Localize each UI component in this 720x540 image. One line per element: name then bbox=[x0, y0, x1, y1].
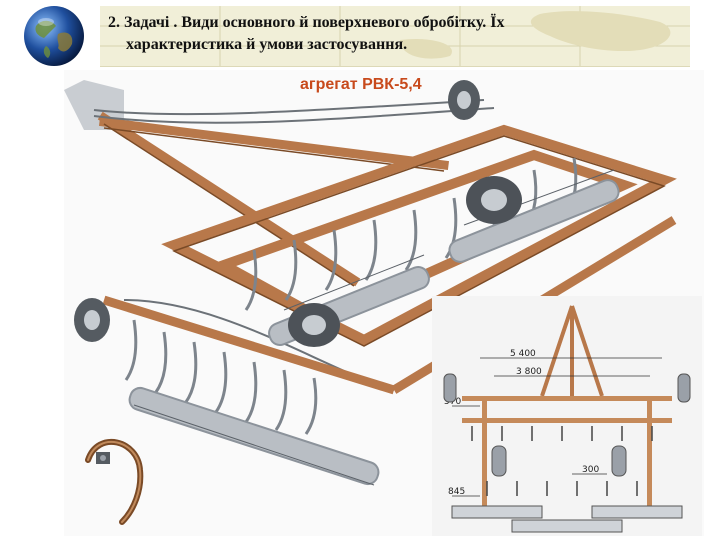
map-background-decoration bbox=[100, 6, 690, 66]
dimension-scheme: 5 400 3 800 570 300 845 bbox=[432, 296, 702, 536]
title-band bbox=[100, 6, 690, 67]
wheel-center bbox=[466, 176, 522, 224]
wheel-rear-top bbox=[448, 80, 480, 120]
scheme-wheels bbox=[443, 373, 691, 477]
title-line-1: 2. Задачі . Види основного й поверхневог… bbox=[108, 14, 505, 31]
tine-detail-illustration bbox=[85, 439, 144, 525]
towbar bbox=[97, 111, 450, 287]
dim-total-width: 5 400 bbox=[510, 349, 536, 359]
wheels bbox=[74, 80, 522, 347]
slide-title: 2. Задачі . Види основного й поверхневог… bbox=[108, 12, 678, 56]
globe-icon bbox=[24, 6, 84, 66]
figure-caption: агрегат РВК-5,4 bbox=[300, 76, 422, 93]
dim-center-gap: 300 bbox=[582, 465, 599, 475]
dimension-lines bbox=[452, 357, 662, 497]
scheme-frame-rails bbox=[462, 396, 672, 516]
scheme-tines bbox=[471, 426, 653, 496]
dim-inner-width: 3 800 bbox=[516, 367, 542, 377]
towbar-edge bbox=[103, 123, 445, 287]
dim-bottom-left: 845 bbox=[448, 487, 465, 497]
scheme-rollers bbox=[451, 505, 683, 533]
wheel-mid bbox=[288, 303, 340, 347]
wheel-left bbox=[74, 298, 110, 342]
scheme-hitch bbox=[540, 305, 604, 397]
scheme-background bbox=[432, 296, 702, 536]
title-line-2: характеристика й умови застосування. bbox=[126, 36, 408, 53]
